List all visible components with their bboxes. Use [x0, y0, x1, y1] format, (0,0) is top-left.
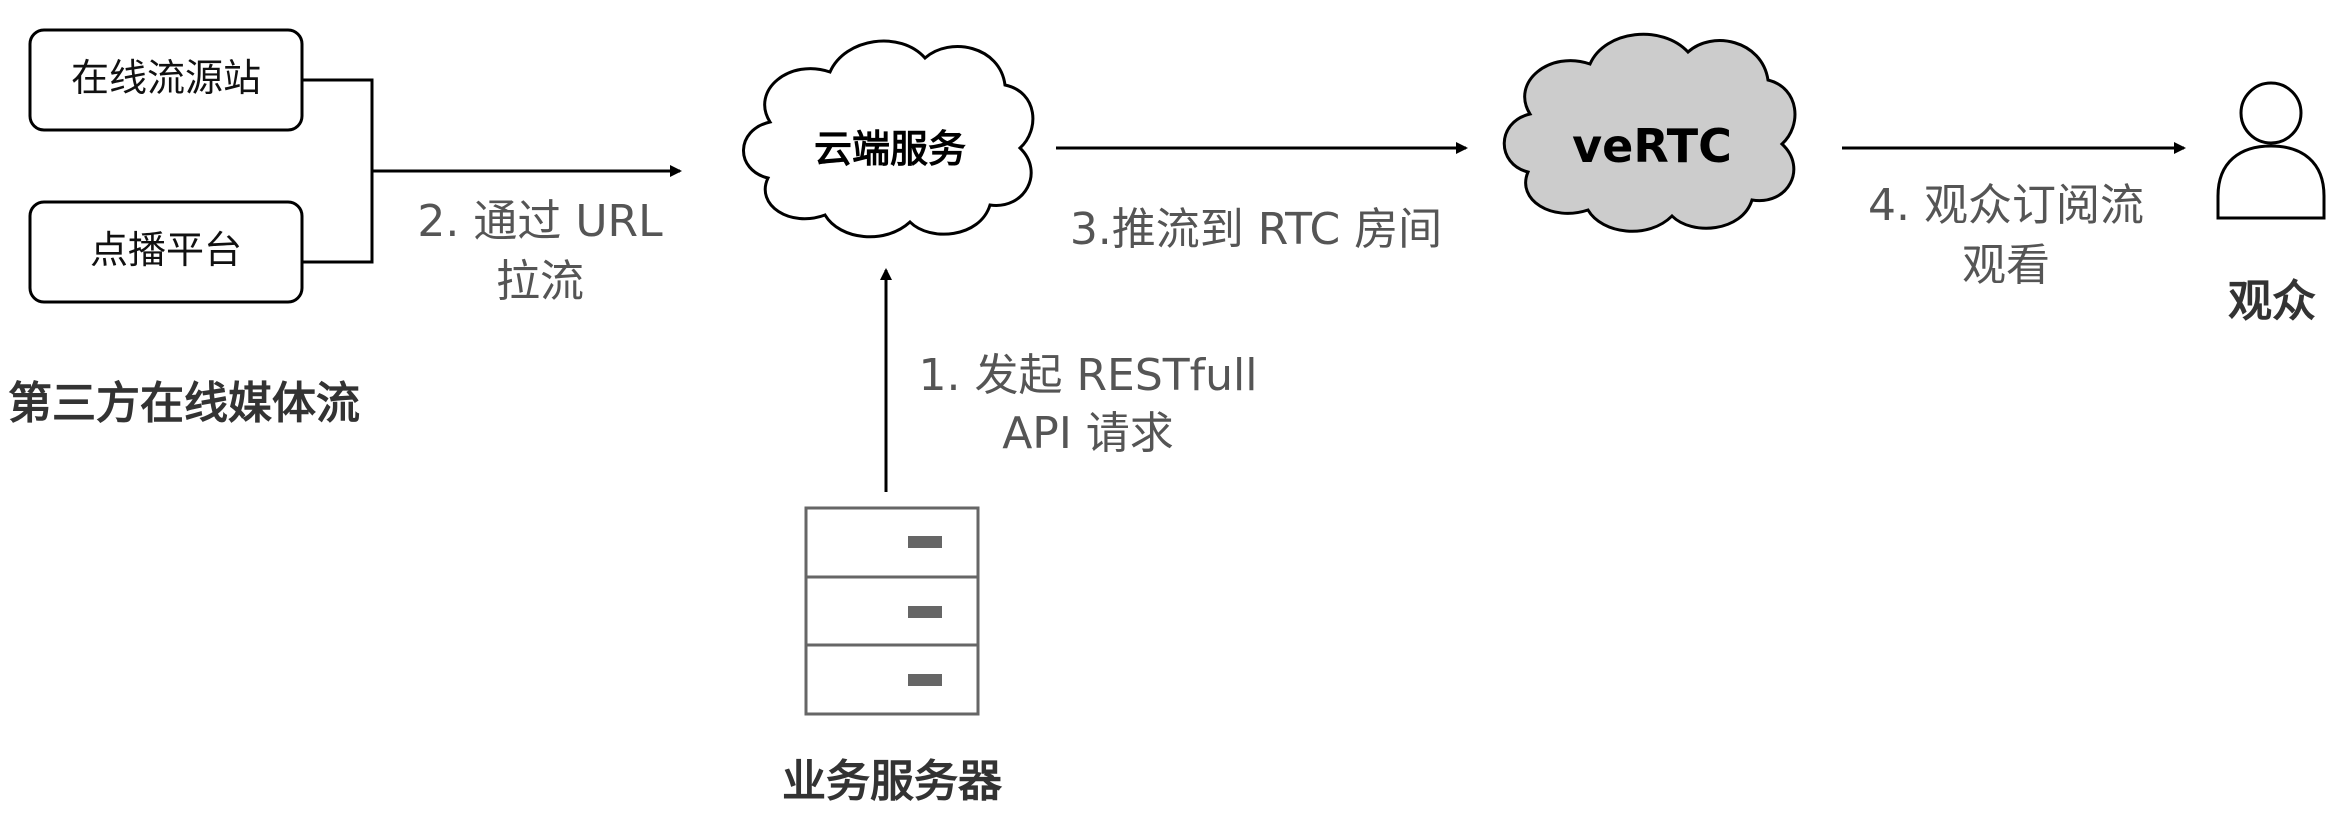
vod-platform-box: 点播平台: [28, 200, 304, 304]
cloud-service-label: 云端服务: [814, 127, 966, 171]
step4-label-line1: 4. 观众订阅流: [1868, 180, 2144, 231]
server-rack-icon: [804, 506, 980, 716]
vertc-cloud-icon: veRTC: [1502, 32, 1797, 233]
step1-label-line1: 1. 发起 RESTfull: [919, 350, 1258, 401]
business-server-label: 业务服务器: [782, 756, 1003, 807]
vod-platform-label: 点播平台: [90, 228, 242, 272]
online-stream-source-box: 在线流源站: [28, 28, 304, 132]
step2-label-line2: 拉流: [496, 256, 584, 307]
cloud-service-icon: 云端服务: [742, 39, 1035, 239]
step1-label-line2: API 请求: [1002, 408, 1174, 459]
source-bracket-connector: [302, 78, 374, 264]
vertc-label: veRTC: [1572, 119, 1732, 173]
step3-label: 3.推流到 RTC 房间: [1070, 204, 1442, 255]
step2-label-line1: 2. 通过 URL: [417, 196, 663, 247]
user-icon: [2216, 81, 2326, 220]
third-party-media-group-label: 第三方在线媒体流: [8, 378, 360, 429]
online-stream-source-label: 在线流源站: [71, 56, 261, 100]
step4-label-line2: 观看: [1962, 240, 2050, 291]
audience-label: 观众: [2228, 276, 2316, 327]
